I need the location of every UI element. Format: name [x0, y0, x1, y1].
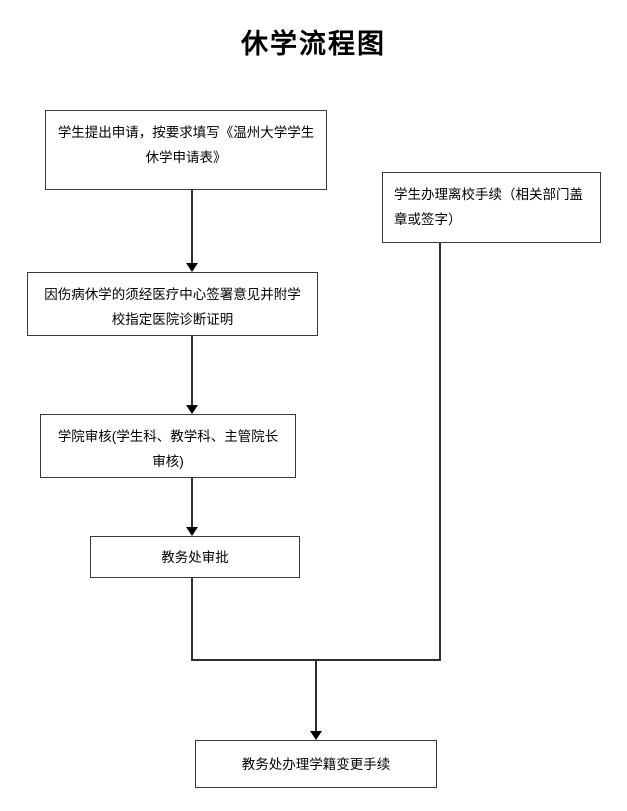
flow-node-medical-opinion-label: 因伤病休学的须经医疗中心签署意见并附学校指定医院诊断证明 — [44, 287, 301, 327]
flow-node-leave-procedures[interactable]: 学生办理离校手续（相关部门盖章或签字） — [382, 172, 601, 243]
connector-medical-to-college-arrowhead — [186, 405, 198, 414]
flow-node-leave-procedures-label: 学生办理离校手续（相关部门盖章或签字） — [394, 187, 583, 227]
flow-node-status-change-label: 教务处办理学籍变更手续 — [241, 756, 391, 772]
flow-node-apply-label: 学生提出申请，按要求填写《温州大学学生休学申请表》 — [57, 125, 315, 165]
flow-node-academic-affairs-approval[interactable]: 教务处审批 — [90, 536, 300, 578]
connector-apply-to-medical-line — [191, 190, 193, 263]
flow-node-college-review-label: 学院审核(学生科、教学科、主管院长审核) — [57, 429, 279, 469]
page-title: 休学流程图 — [241, 29, 386, 59]
flow-node-medical-opinion[interactable]: 因伤病休学的须经医疗中心签署意见并附学校指定医院诊断证明 — [27, 272, 318, 336]
flow-node-academic-affairs-approval-label: 教务处审批 — [161, 549, 229, 565]
connector-leave-to-merge-line — [439, 243, 441, 660]
flow-node-status-change[interactable]: 教务处办理学籍变更手续 — [195, 740, 437, 788]
flow-node-apply[interactable]: 学生提出申请，按要求填写《温州大学学生休学申请表》 — [45, 110, 327, 190]
connector-medical-to-college-line — [191, 336, 193, 405]
connector-apply-to-medical-arrowhead — [186, 263, 198, 272]
flow-node-college-review[interactable]: 学院审核(学生科、教学科、主管院长审核) — [40, 414, 296, 478]
connector-merge-to-status-change-line — [315, 659, 317, 731]
connector-merge-to-status-change-arrowhead — [310, 731, 322, 740]
connector-college-to-approval-line — [191, 478, 193, 527]
connector-college-to-approval-arrowhead — [186, 527, 198, 536]
connector-approval-to-merge-line — [191, 578, 193, 660]
